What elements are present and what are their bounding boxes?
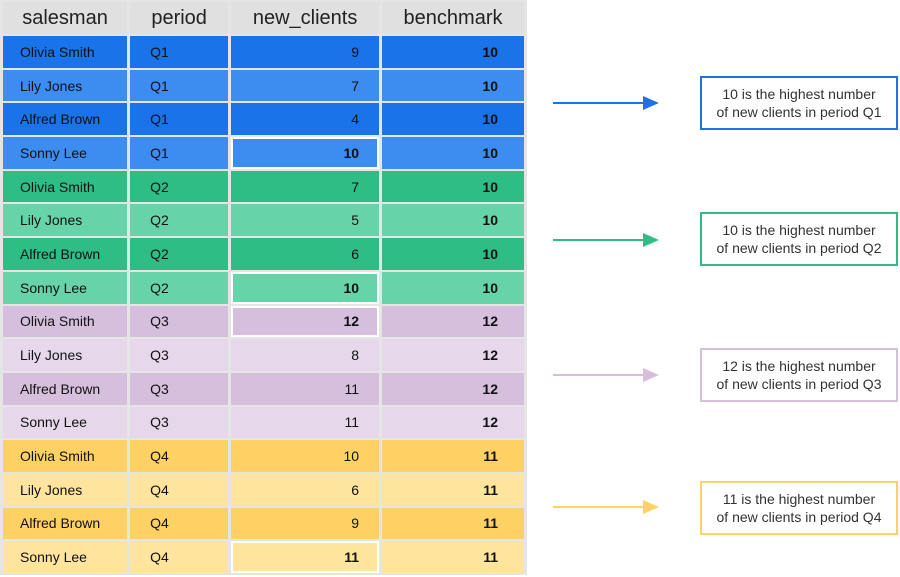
cell-salesman: Sonny Lee (3, 406, 128, 439)
cell-benchmark: 12 (382, 372, 524, 405)
cell-benchmark: 10 (382, 69, 524, 102)
cell-new-clients: 6 (231, 238, 380, 270)
cell-period: Q1 (130, 36, 229, 68)
arrow-q1-icon (553, 96, 659, 110)
arrow-q2-icon (553, 233, 659, 247)
arrow-q4-icon (553, 500, 659, 514)
cell-period: Q3 (130, 406, 229, 439)
cell-new-clients: 12 (231, 305, 380, 338)
cell-new-clients: 11 (231, 541, 380, 573)
cell-period: Q2 (130, 238, 229, 270)
cell-new-clients: 6 (231, 473, 380, 506)
cell-salesman: Alfred Brown (3, 103, 128, 136)
cell-new-clients: 7 (231, 69, 380, 102)
cell-benchmark: 12 (382, 406, 524, 439)
cell-salesman: Lily Jones (3, 69, 128, 102)
cell-salesman: Alfred Brown (3, 372, 128, 405)
cell-salesman: Sonny Lee (3, 541, 128, 573)
header-benchmark: benchmark (382, 2, 524, 34)
cell-period: Q1 (130, 69, 229, 102)
cell-benchmark: 10 (382, 137, 524, 169)
annotation-q3-text: 12 is the highest number of new clients … (716, 358, 882, 392)
annotation-q4-text: 11 is the highest number of new clients … (716, 491, 882, 525)
cell-salesman: Olivia Smith (3, 170, 128, 203)
arrow-q3-icon (553, 368, 659, 382)
cell-salesman: Alfred Brown (3, 507, 128, 540)
cell-salesman: Sonny Lee (3, 271, 128, 304)
annotation-q2-text: 10 is the highest number of new clients … (716, 222, 882, 256)
header-salesman: salesman (3, 2, 128, 34)
cell-period: Q2 (130, 271, 229, 304)
cell-benchmark: 10 (382, 204, 524, 237)
cell-period: Q4 (130, 473, 229, 506)
cell-period: Q2 (130, 170, 229, 203)
header-period: period (130, 2, 229, 34)
cell-benchmark: 11 (382, 440, 524, 472)
cell-benchmark: 10 (382, 238, 524, 270)
annotation-q4: 11 is the highest number of new clients … (700, 481, 898, 535)
cell-salesman: Olivia Smith (3, 305, 128, 338)
cell-salesman: Lily Jones (3, 339, 128, 371)
cell-period: Q4 (130, 507, 229, 540)
cell-new-clients: 11 (231, 406, 380, 439)
cell-new-clients: 10 (231, 137, 380, 169)
cell-benchmark: 12 (382, 305, 524, 338)
cell-salesman: Alfred Brown (3, 238, 128, 270)
cell-new-clients: 10 (231, 440, 380, 472)
cell-benchmark: 10 (382, 271, 524, 304)
cell-period: Q1 (130, 103, 229, 136)
cell-benchmark: 11 (382, 507, 524, 540)
cell-period: Q2 (130, 204, 229, 237)
cell-new-clients: 4 (231, 103, 380, 136)
cell-period: Q3 (130, 339, 229, 371)
cell-period: Q4 (130, 541, 229, 573)
cell-benchmark: 10 (382, 170, 524, 203)
cell-period: Q1 (130, 137, 229, 169)
cell-new-clients: 11 (231, 372, 380, 405)
cell-period: Q3 (130, 305, 229, 338)
cell-salesman: Lily Jones (3, 204, 128, 237)
cell-new-clients: 9 (231, 507, 380, 540)
cell-new-clients: 5 (231, 204, 380, 237)
cell-new-clients: 9 (231, 36, 380, 68)
header-row: salesman period new_clients benchmark (3, 2, 524, 34)
cell-new-clients: 8 (231, 339, 380, 371)
cell-salesman: Sonny Lee (3, 137, 128, 169)
cell-benchmark: 12 (382, 339, 524, 371)
cell-salesman: Olivia Smith (3, 440, 128, 472)
cell-salesman: Lily Jones (3, 473, 128, 506)
sales-table: salesman period new_clients benchmark Ol… (0, 0, 527, 575)
header-new-clients: new_clients (231, 2, 380, 34)
cell-period: Q4 (130, 440, 229, 472)
annotation-q3: 12 is the highest number of new clients … (700, 348, 898, 402)
cell-benchmark: 10 (382, 36, 524, 68)
cell-new-clients: 10 (231, 271, 380, 304)
annotation-q1: 10 is the highest number of new clients … (700, 76, 898, 130)
annotation-q2: 10 is the highest number of new clients … (700, 212, 898, 266)
cell-benchmark: 11 (382, 541, 524, 573)
cell-benchmark: 11 (382, 473, 524, 506)
cell-period: Q3 (130, 372, 229, 405)
cell-new-clients: 7 (231, 170, 380, 203)
cell-benchmark: 10 (382, 103, 524, 136)
annotation-q1-text: 10 is the highest number of new clients … (716, 86, 882, 120)
cell-salesman: Olivia Smith (3, 36, 128, 68)
